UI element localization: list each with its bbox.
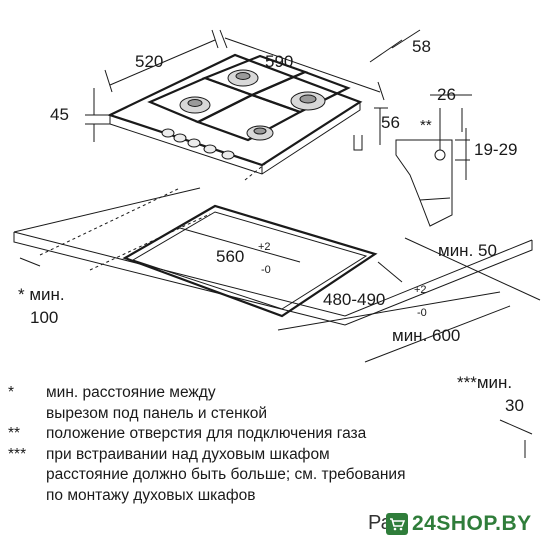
dim-height: 45 [50, 105, 69, 124]
cart-icon [386, 513, 408, 535]
cutout-dimension-lines [19, 227, 533, 458]
note-1-cont: вырезом под панель и стенкой [46, 404, 267, 422]
cooktop [107, 53, 363, 175]
note-3-cont-1: расстояние должно быть больше; см. требо… [46, 466, 406, 483]
watermark: 24SHOP.BY [386, 506, 544, 542]
dim-cutout-width: 560 [216, 247, 244, 266]
wall-line [404, 237, 541, 301]
cut-text: Ра [368, 512, 392, 534]
watermark-text: 24SHOP.BY [412, 512, 532, 535]
dim-cutout-depth: 480-490 [323, 290, 385, 309]
control-knobs [161, 128, 235, 160]
dim-top-offset: 58 [412, 37, 431, 56]
dim-cutout-width-plus: +2 [258, 241, 271, 253]
dim-gas-height: 19-29 [474, 140, 517, 159]
note-2: ** положение отверстия для подключения г… [8, 425, 367, 442]
cutout [122, 204, 378, 318]
dim-min-50: мин. 50 [438, 241, 497, 260]
dim-gas-offset: 26 [437, 85, 456, 104]
dim-gas-mark: ** [420, 117, 432, 134]
dim-cutout-depth-minus: -0 [417, 307, 427, 319]
cooktop-dimension-lines [85, 29, 421, 145]
note-3: *** при встраивании над духовым шкафом [8, 445, 330, 463]
note-3-cont-2: по монтажу духовых шкафов [46, 486, 256, 504]
note-1: * мин. расстояние между [8, 384, 216, 401]
footnotes: * мин. расстояние между вырезом под пане… [8, 383, 538, 506]
dim-cutout-width-minus: -0 [261, 264, 271, 276]
dim-right-min-value: 30 [505, 396, 524, 415]
dim-cutout-depth-plus: +2 [414, 284, 427, 296]
gas-connection-detail [395, 94, 472, 227]
dim-thickness: 56 [381, 113, 400, 132]
dim-width: 590 [265, 52, 293, 71]
dim-min-600: мин. 600 [392, 326, 460, 345]
dim-left-min-label: * мин. [18, 285, 65, 304]
countertop [13, 187, 533, 326]
dim-depth: 520 [135, 52, 163, 71]
dim-right-min-label: ***мин. [457, 373, 512, 392]
dim-left-min-value: 100 [30, 308, 58, 327]
